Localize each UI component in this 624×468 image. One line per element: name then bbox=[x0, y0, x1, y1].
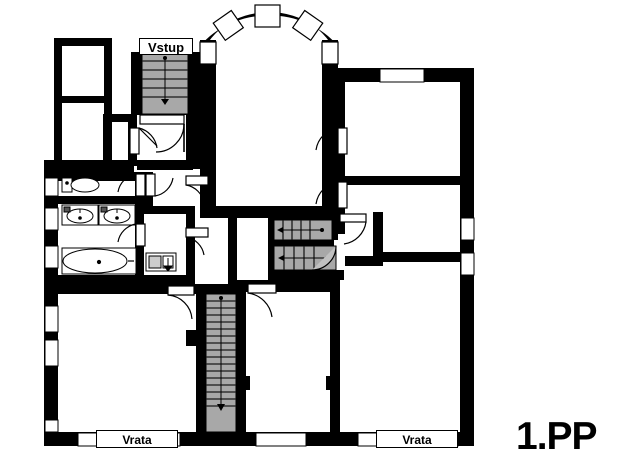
apse-window bbox=[199, 41, 217, 65]
door-symbol bbox=[315, 181, 348, 209]
main-vertical-stair bbox=[205, 293, 237, 433]
window-opening bbox=[460, 252, 475, 276]
entrance-label: Vstup bbox=[139, 38, 193, 55]
entrance-stair bbox=[141, 51, 189, 115]
washbasin-fixture bbox=[61, 204, 99, 226]
door-symbol bbox=[315, 127, 348, 155]
door-symbol bbox=[139, 114, 185, 153]
door-symbol bbox=[339, 213, 367, 245]
bathtub-fixture bbox=[61, 247, 137, 275]
washbasin-fixture bbox=[98, 204, 136, 226]
window-opening bbox=[44, 245, 59, 269]
apse-window bbox=[212, 9, 245, 42]
apse-window bbox=[291, 9, 324, 42]
window-opening bbox=[379, 68, 425, 83]
window-opening bbox=[44, 419, 59, 433]
kitchen-sink-fixture bbox=[145, 252, 177, 272]
center-upper-stair bbox=[273, 219, 333, 241]
sanitary-fixtures bbox=[61, 177, 177, 275]
window-opening bbox=[44, 339, 59, 367]
window-opening bbox=[255, 432, 307, 447]
door-symbol bbox=[185, 227, 209, 256]
door-symbol bbox=[167, 285, 195, 320]
door-symbol bbox=[247, 283, 277, 318]
door-symbol bbox=[117, 223, 146, 247]
door-symbol bbox=[117, 173, 146, 197]
window-opening bbox=[44, 305, 59, 333]
toilet-fixture bbox=[61, 177, 100, 193]
gate-label-right: Vrata bbox=[376, 430, 458, 448]
window-opening bbox=[44, 207, 59, 231]
apse-window-center bbox=[254, 4, 281, 28]
door-symbol bbox=[185, 175, 209, 204]
door-symbol bbox=[311, 245, 337, 271]
door-symbol bbox=[129, 127, 158, 155]
window-opening bbox=[44, 177, 59, 197]
floor-level-title: 1.PP bbox=[516, 415, 598, 458]
door-symbol bbox=[145, 173, 174, 197]
apse-window bbox=[321, 41, 339, 65]
gate-label-left: Vrata bbox=[96, 430, 178, 448]
door-symbols bbox=[117, 114, 367, 320]
apse-windows bbox=[199, 4, 339, 65]
window-opening bbox=[460, 217, 475, 241]
